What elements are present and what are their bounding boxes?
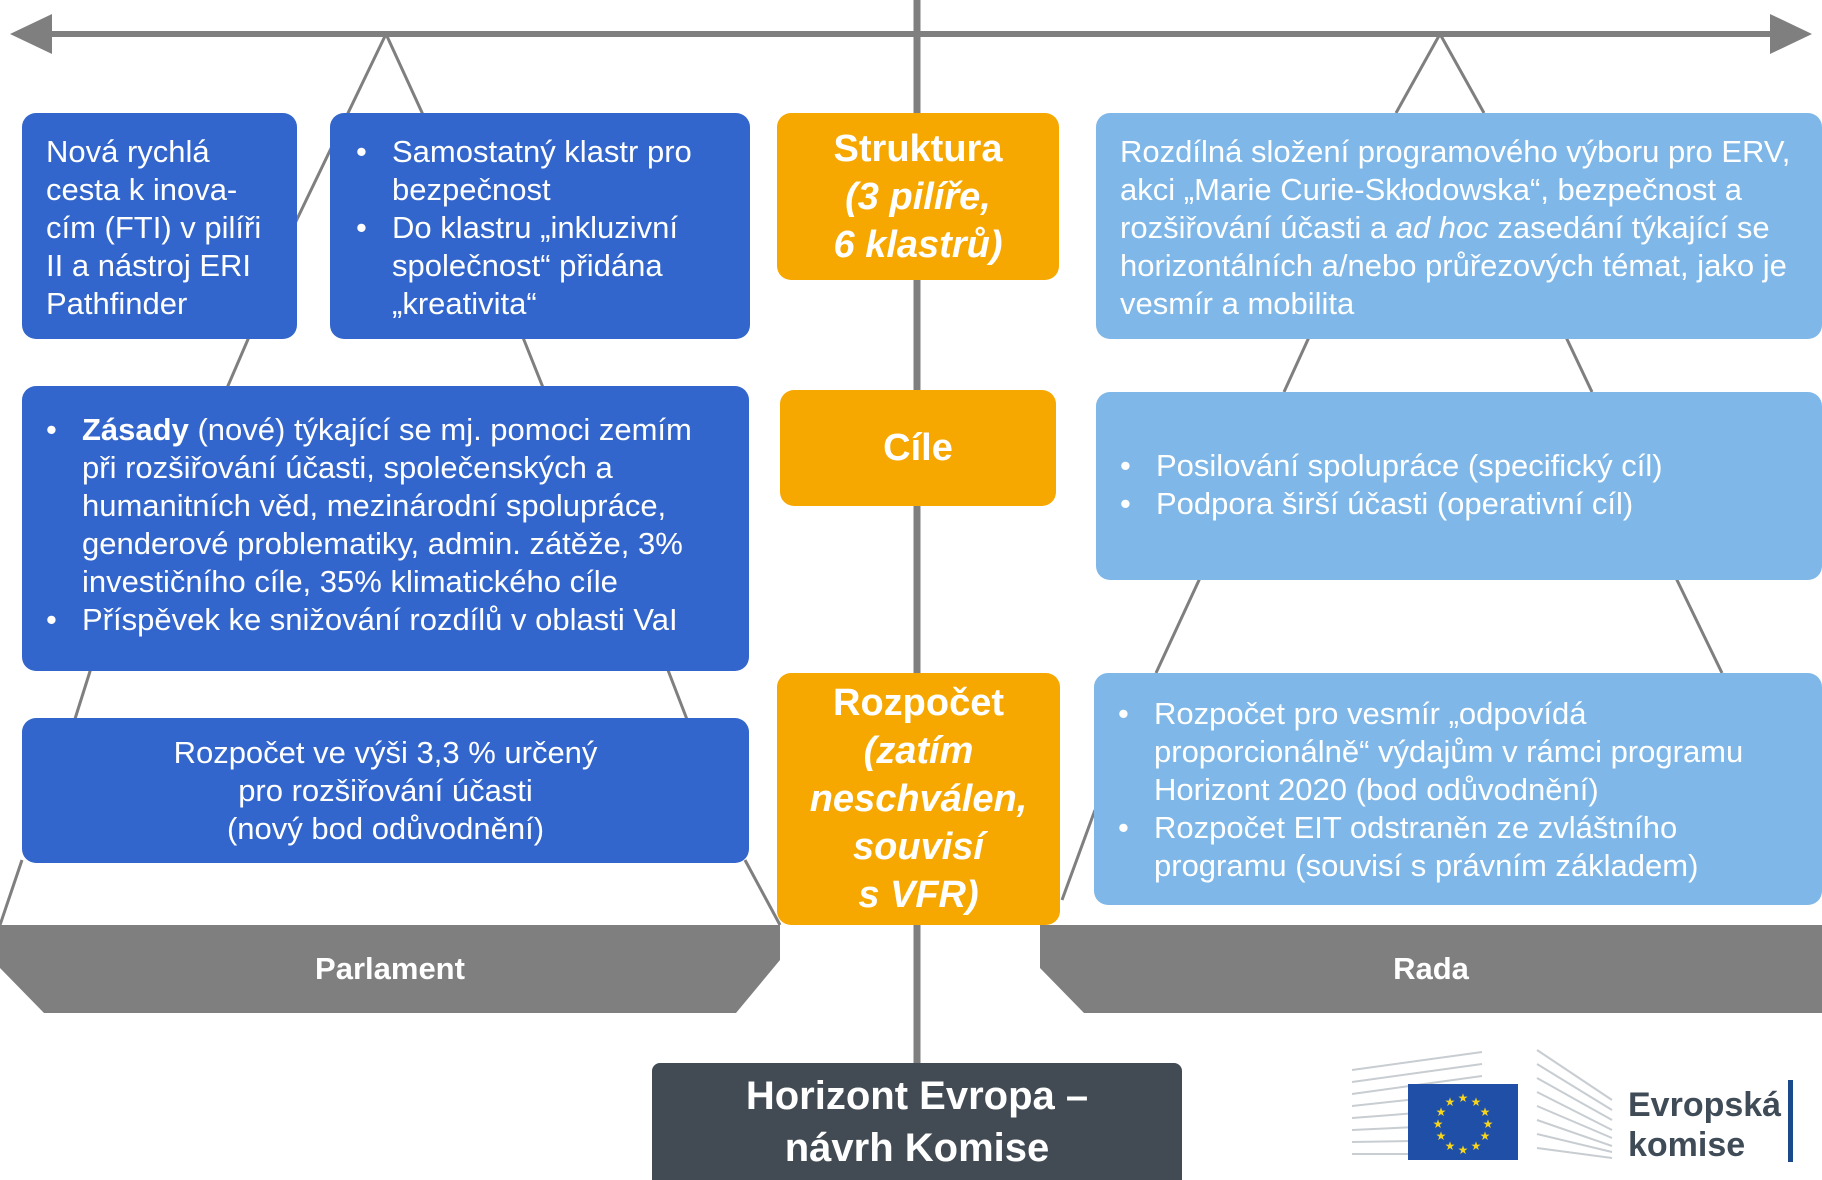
committee-box: Rozdílná složení programového výboru pro…: [1096, 113, 1822, 339]
logo-text-line: komise: [1628, 1126, 1746, 1164]
logo-text: Evropská komise: [1628, 1085, 1781, 1165]
svg-text:★: ★: [1471, 1139, 1482, 1153]
clusters-list: Samostatný klastr pro bezpečnost Do klas…: [356, 133, 724, 323]
svg-text:★: ★: [1445, 1139, 1456, 1153]
list-item: Samostatný klastr pro bezpečnost: [356, 133, 724, 209]
arrow-left-icon: [10, 14, 52, 54]
right-goals-list: Posilování spolupráce (specifický cíl) P…: [1120, 447, 1798, 523]
principles-list: Zásady (nové) týkající se mj. pomoci zem…: [46, 411, 725, 639]
parlament-label: Parlament: [315, 951, 465, 986]
budget-sub: neschválen,: [809, 778, 1028, 820]
right-goals-box: Posilování spolupráce (specifický cíl) P…: [1096, 392, 1822, 580]
list-item: Příspěvek ke snižování rozdílů v oblasti…: [46, 601, 725, 639]
svg-text:★: ★: [1471, 1095, 1482, 1109]
committee-text-2: zasedání týkající se horizontálních a/ne…: [1120, 210, 1787, 321]
budget-box: Rozpočet (zatím neschválen, souvisí s VF…: [777, 673, 1060, 925]
svg-text:★: ★: [1458, 1143, 1469, 1157]
list-item: Podpora širší účasti (operativní cíl): [1120, 485, 1798, 523]
title-line: návrh Komise: [784, 1125, 1050, 1170]
goals-box: Cíle: [780, 390, 1056, 506]
structure-title: Struktura: [833, 127, 1003, 170]
svg-text:★: ★: [1436, 1129, 1447, 1143]
budget-sub: s VFR): [858, 874, 979, 916]
budget-sub: (zatím: [863, 730, 974, 772]
svg-text:★: ★: [1483, 1117, 1494, 1131]
principles-box: Zásady (nové) týkající se mj. pomoci zem…: [22, 386, 749, 671]
clusters-box: Samostatný klastr pro bezpečnost Do klas…: [330, 113, 750, 339]
principles-text: (nové) týkající se mj. pomoci zemím při …: [82, 412, 692, 599]
structure-sub: 6 klastrů): [833, 223, 1003, 266]
european-commission-logo: ★ ★ ★ ★ ★ ★ ★ ★ ★ ★ ★ ★: [1352, 1049, 1613, 1160]
eu-flag-icon: [1408, 1084, 1518, 1160]
list-item: Do klastru „inkluzivní společnost“ přidá…: [356, 209, 724, 323]
right-budget-box: Rozpočet pro vesmír „odpovídá proporcion…: [1094, 673, 1822, 905]
svg-text:★: ★: [1458, 1091, 1469, 1105]
rada-label: Rada: [1393, 951, 1469, 986]
budget-title: Rozpočet: [833, 682, 1004, 724]
svg-text:★: ★: [1445, 1095, 1456, 1109]
right-budget-list: Rozpočet pro vesmír „odpovídá proporcion…: [1118, 695, 1798, 885]
list-item: Posilování spolupráce (specifický cíl): [1120, 447, 1798, 485]
svg-text:★: ★: [1436, 1105, 1447, 1119]
svg-text:★: ★: [1480, 1129, 1491, 1143]
arrow-right-icon: [1770, 14, 1812, 54]
page-title: Horizont Evropa – návrh Komise: [652, 1063, 1182, 1180]
budget-sub: souvisí: [853, 826, 984, 868]
left-budget-line: Rozpočet ve výši 3,3 % určený: [173, 735, 598, 770]
svg-text:★: ★: [1480, 1105, 1491, 1119]
logo-divider: [1788, 1080, 1793, 1162]
list-item: Rozpočet EIT odstraněn ze zvláštního pro…: [1118, 809, 1798, 885]
fast-track-text: Nová rychlá cesta k inova-cím (FTI) v pi…: [46, 134, 262, 321]
list-item: Rozpočet pro vesmír „odpovídá proporcion…: [1118, 695, 1798, 809]
list-item: Zásady (nové) týkající se mj. pomoci zem…: [46, 411, 725, 601]
goals-title: Cíle: [883, 427, 953, 469]
committee-italic: ad hoc: [1395, 210, 1489, 245]
committee-text-1: Rozdílná složení programového výboru pro…: [1120, 134, 1791, 245]
svg-text:★: ★: [1433, 1117, 1444, 1131]
parlament-bar-shape: [0, 925, 780, 1013]
fast-track-box: Nová rychlá cesta k inova-cím (FTI) v pi…: [22, 113, 297, 339]
principles-bold: Zásady: [82, 412, 189, 447]
title-line: Horizont Evropa –: [745, 1073, 1089, 1118]
rada-bar-shape: [1040, 925, 1822, 1013]
structure-box: Struktura (3 pilíře, 6 klastrů): [777, 113, 1059, 280]
left-budget-box: Rozpočet ve výši 3,3 % určený pro rozšiř…: [22, 718, 749, 863]
left-budget-line: (nový bod odůvodnění): [226, 811, 545, 846]
left-budget-line: pro rozšiřování účasti: [238, 773, 533, 808]
structure-sub: (3 pilíře,: [845, 175, 991, 218]
logo-text-line: Evropská: [1628, 1086, 1782, 1124]
